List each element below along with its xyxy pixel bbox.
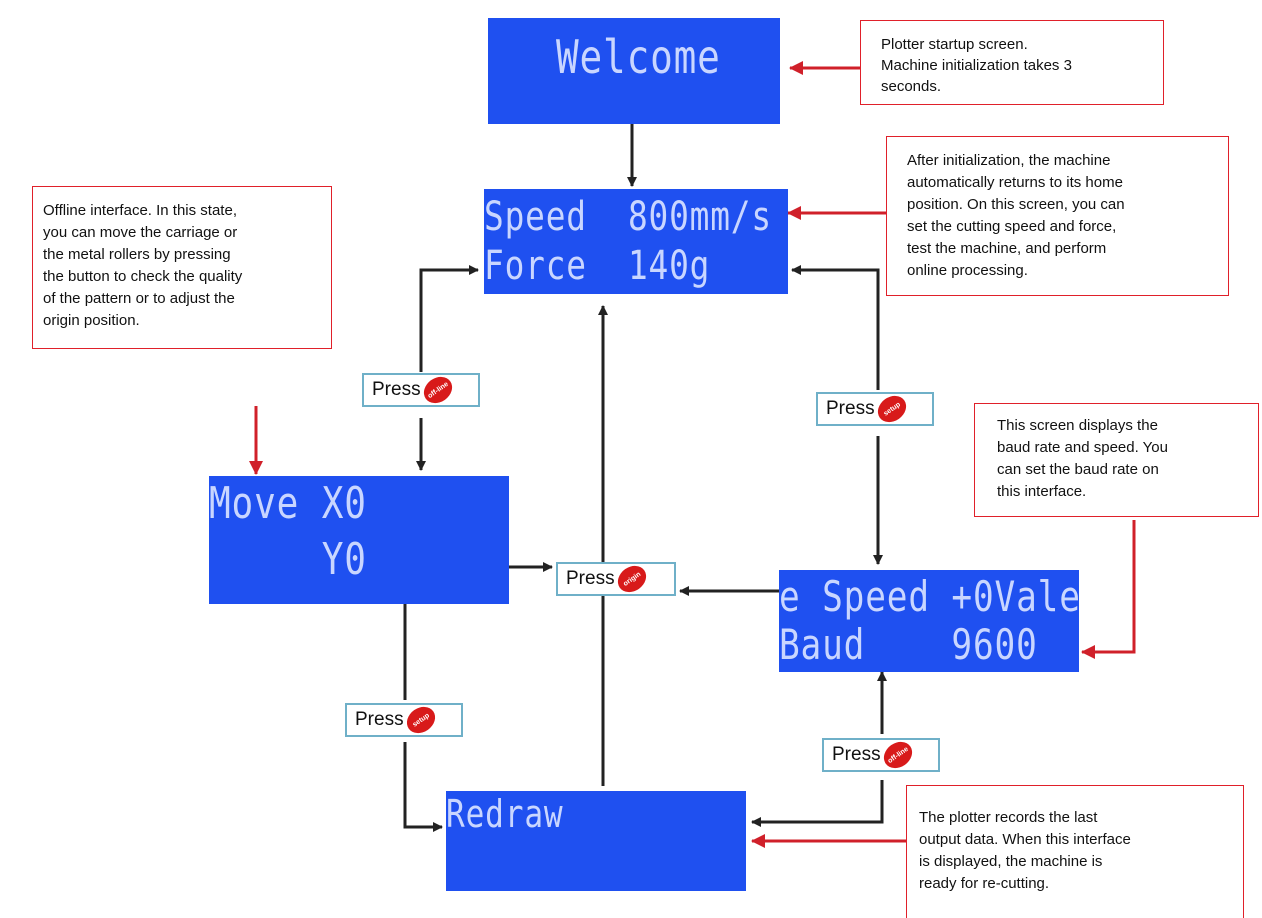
- note-home-line: position. On this screen, you can: [907, 196, 1125, 213]
- screen-force-line: Force 140g: [484, 243, 711, 289]
- origin-key-icon: origin: [612, 560, 651, 598]
- screen-speed-line: Speed 800mm/s: [484, 194, 772, 240]
- note-startup-line: Machine initialization takes 3: [881, 57, 1072, 74]
- note-redraw: The plotter records the last output data…: [906, 785, 1244, 918]
- setup-key-icon: setup: [401, 701, 440, 739]
- press-origin-center: Press origin: [556, 560, 676, 598]
- note-startup-line: seconds.: [881, 78, 942, 95]
- note-startup: Plotter startup screen. Machine initiali…: [860, 20, 1164, 105]
- press-label: Press: [355, 709, 404, 730]
- press-offline-top: Press off-line: [362, 371, 480, 409]
- note-offline: Offline interface. In this state, you ca…: [32, 186, 332, 349]
- arrow-to-redraw-left: [403, 742, 443, 832]
- note-home: After initialization, the machine automa…: [886, 136, 1229, 296]
- screen-speed-baud: e Speed +0Vale Baud 9600: [779, 570, 1079, 672]
- note-redraw-line: The plotter records the last: [919, 809, 1098, 826]
- arrow-to-redraw-right: [751, 780, 884, 827]
- note-offline-line: origin position.: [43, 312, 140, 329]
- screen-welcome-line1: Welcome: [556, 30, 721, 84]
- offline-key-icon: off-line: [878, 736, 917, 774]
- offline-key-icon: off-line: [418, 371, 457, 409]
- note-home-line: set the cutting speed and force,: [907, 218, 1117, 235]
- screen-move: Move X0 Y0: [209, 476, 509, 604]
- note-offline-line: Offline interface. In this state,: [43, 202, 237, 219]
- note-offline-line: of the pattern or to adjust the: [43, 290, 235, 307]
- press-label: Press: [832, 744, 881, 765]
- screen-move-x-line: Move X0: [209, 478, 367, 529]
- press-setup-right: Press setup: [816, 390, 934, 428]
- arrow-to-speed-right: [791, 265, 880, 390]
- screen-redraw: Redraw: [446, 791, 746, 891]
- note-home-line: After initialization, the machine: [907, 152, 1111, 169]
- press-setup-left: Press setup: [345, 701, 463, 739]
- screen-move-y-line: Y0: [209, 534, 367, 585]
- note-offline-line: the button to check the quality: [43, 268, 243, 285]
- note-home-line: online processing.: [907, 262, 1028, 279]
- note-redraw-line: is displayed, the machine is: [919, 853, 1103, 870]
- press-label: Press: [372, 379, 421, 400]
- press-label: Press: [826, 398, 875, 419]
- setup-key-icon: setup: [872, 390, 911, 428]
- note-baud-line: baud rate and speed. You: [997, 439, 1168, 456]
- screen-baud-line: Baud 9600: [779, 620, 1038, 669]
- press-offline-bottom: Press off-line: [822, 736, 940, 774]
- note-home-line: automatically returns to its home: [907, 174, 1123, 191]
- screen-speed-offset-line: e Speed +0Vale: [779, 572, 1079, 621]
- screen-redraw-line: Redraw: [446, 792, 564, 836]
- note-offline-line: the metal rollers by pressing: [43, 246, 231, 263]
- note-baud-line: this interface.: [997, 483, 1087, 500]
- arrow-to-speed-left: [419, 265, 479, 372]
- note-home-line: test the machine, and perform: [907, 240, 1107, 257]
- note-baud: This screen displays the baud rate and s…: [974, 403, 1259, 517]
- red-arrow-speedbaud: [1081, 520, 1136, 659]
- note-offline-line: you can move the carriage or: [43, 224, 238, 241]
- screen-welcome: Welcome: [488, 18, 780, 124]
- note-redraw-line: ready for re-cutting.: [919, 875, 1050, 892]
- screen-speed-force: Speed 800mm/s Force 140g: [484, 189, 788, 294]
- press-label: Press: [566, 568, 615, 589]
- note-redraw-line: output data. When this interface: [919, 831, 1131, 848]
- note-startup-line: Plotter startup screen.: [881, 36, 1028, 53]
- note-baud-line: can set the baud rate on: [997, 461, 1159, 478]
- note-baud-line: This screen displays the: [997, 417, 1158, 434]
